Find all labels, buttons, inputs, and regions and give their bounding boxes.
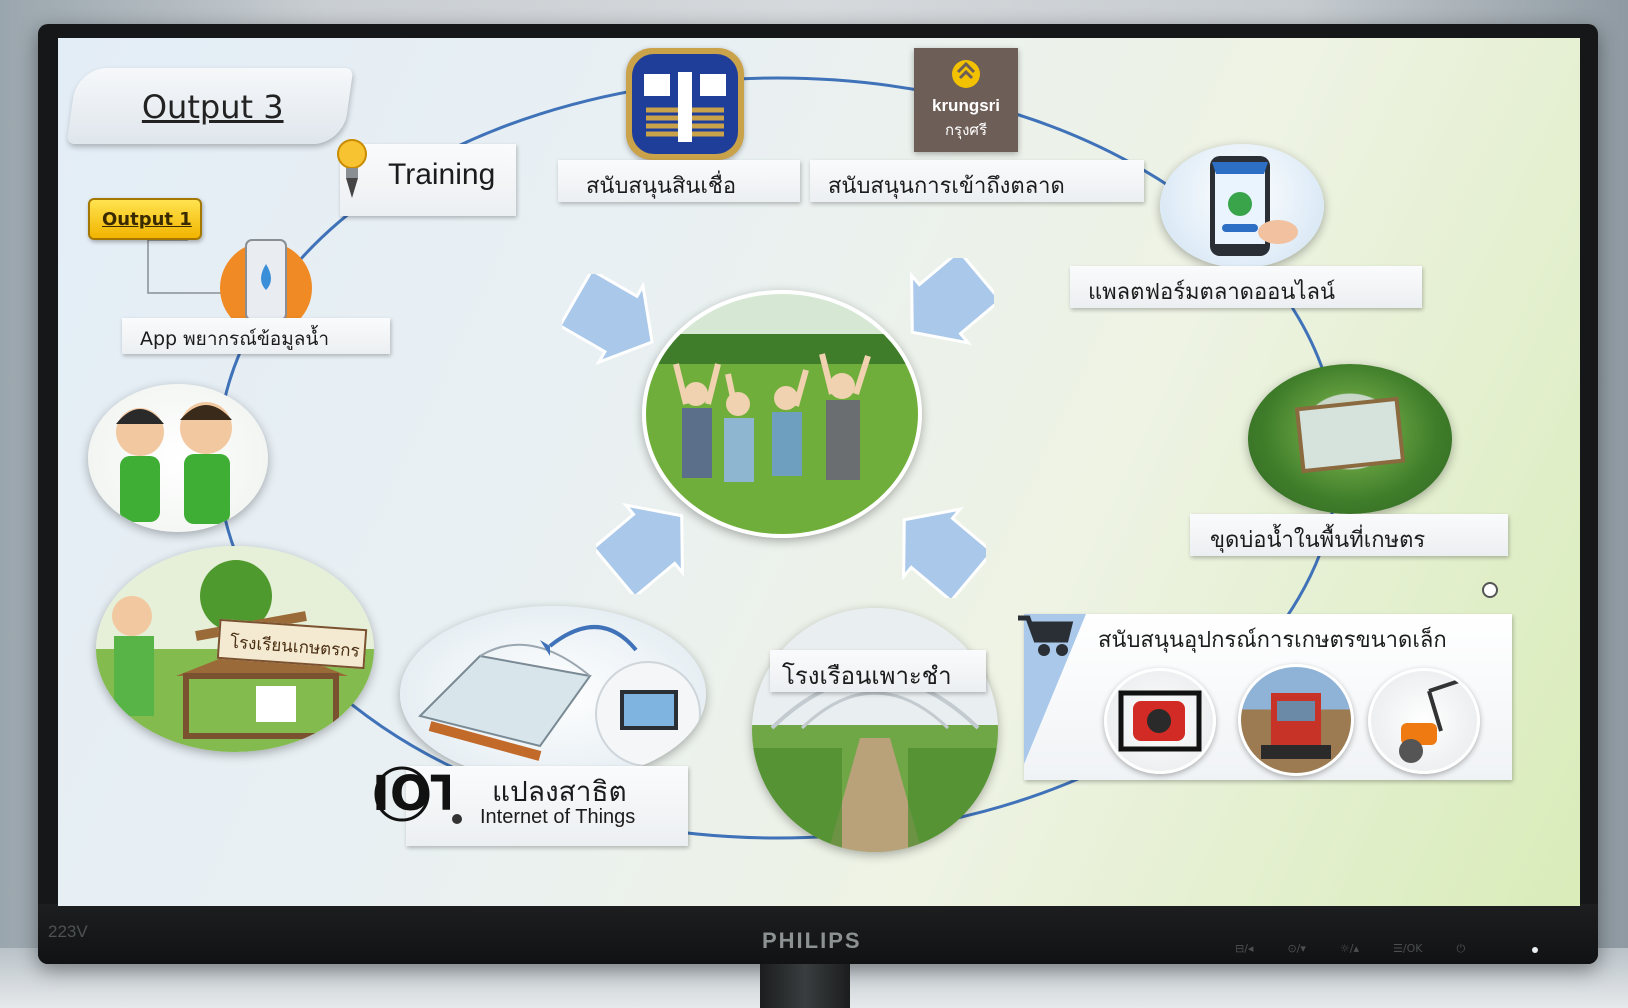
farmer-school-image: โรงเรียนเกษตรกร: [96, 546, 374, 752]
staff-characters-image: [88, 384, 268, 532]
demo-plot-label: แปลงสาธิต Internet of Things: [406, 766, 688, 846]
monitor-bezel: [38, 904, 1598, 964]
tiller-icon: [1399, 679, 1460, 763]
cursor-icon: [1482, 582, 1498, 598]
menu-button[interactable]: ⊟/◂: [1235, 942, 1254, 955]
brightness-button[interactable]: ☼/▴: [1339, 942, 1359, 955]
nursery-greenhouse-image: [752, 608, 998, 852]
rice-harvester-image: [1238, 664, 1354, 776]
output1-text: Output 1: [102, 209, 192, 230]
krungsri-logo: krungsri กรุงศรี: [914, 48, 1018, 152]
credit-support-label: สนับสนุนสินเชื่อ: [558, 160, 800, 202]
smartphone-shop-icon: [1210, 156, 1298, 256]
market-access-label: สนับสนุนการเข้าถึงตลาด: [810, 160, 1144, 202]
smart-greenhouse-image: [400, 606, 706, 782]
monitor-model: 223V: [48, 922, 88, 941]
farm-pond-image: [1248, 364, 1452, 514]
iot-greenhouse-icon: [418, 624, 701, 767]
power-tiller-image: [1368, 668, 1480, 774]
iot-logo-icon: IOT: [372, 766, 450, 822]
input-button[interactable]: ⊙/▾: [1287, 942, 1306, 955]
monitor-brand: PHILIPS: [762, 928, 862, 953]
baac-logo: [626, 48, 744, 160]
training-label: Training: [337, 139, 516, 216]
krungsri-emblem-icon: [952, 60, 980, 88]
output3-title: Output 3: [66, 68, 354, 144]
ok-button[interactable]: ☰/OK: [1393, 942, 1423, 955]
small-equipment-panel: สนับสนุนอุปกรณ์การเกษตรขนาดเล็ก: [1018, 614, 1512, 780]
arrow-top-right-icon: [910, 258, 994, 346]
output1-badge[interactable]: Output 1: [88, 198, 202, 240]
school-hut-icon: [112, 560, 348, 739]
lightbulb-icon: [337, 139, 367, 198]
farmers-center-image: [642, 290, 922, 538]
online-shop-image: [1160, 144, 1324, 268]
wheelbarrow-icon: [1018, 615, 1074, 656]
slide-screen: Output 3 Output 1 Training สนับสนุนสินเช…: [58, 38, 1580, 906]
water-pump-icon: [1118, 690, 1202, 752]
pond-digging-label: ขุดบ่อน้ำในพื้นที่เกษตร: [1190, 514, 1508, 556]
monitor-controls: ⊟/◂ ⊙/▾ ☼/▴ ☰/OK ⏻: [1235, 942, 1465, 956]
farmers-celebrating-icon: [646, 334, 918, 482]
baac-emblem-icon: [644, 72, 726, 142]
iot-bullet-icon: [452, 814, 462, 824]
output3-text: Output 3: [141, 88, 284, 126]
water-forecast-app-label: App พยากรณ์ข้อมูลน้ำ: [122, 318, 390, 354]
water-pump-image: [1104, 668, 1216, 774]
smartphone-icon: [245, 239, 287, 321]
arrow-bottom-left-icon: [596, 502, 684, 594]
power-led: [1532, 947, 1538, 953]
power-button[interactable]: ⏻: [1456, 942, 1466, 955]
staff-characters-icon: [116, 402, 232, 524]
harvester-icon: [1261, 693, 1331, 759]
arrow-bottom-right-icon: [902, 506, 986, 598]
online-platform-label: แพลตฟอร์มตลาดออนไลน์: [1070, 266, 1422, 308]
arrow-top-left-icon: [562, 274, 654, 365]
monitor-stand: [760, 960, 850, 1008]
nursery-greenhouse-label: โรงเรือนเพาะชำ: [770, 650, 986, 692]
